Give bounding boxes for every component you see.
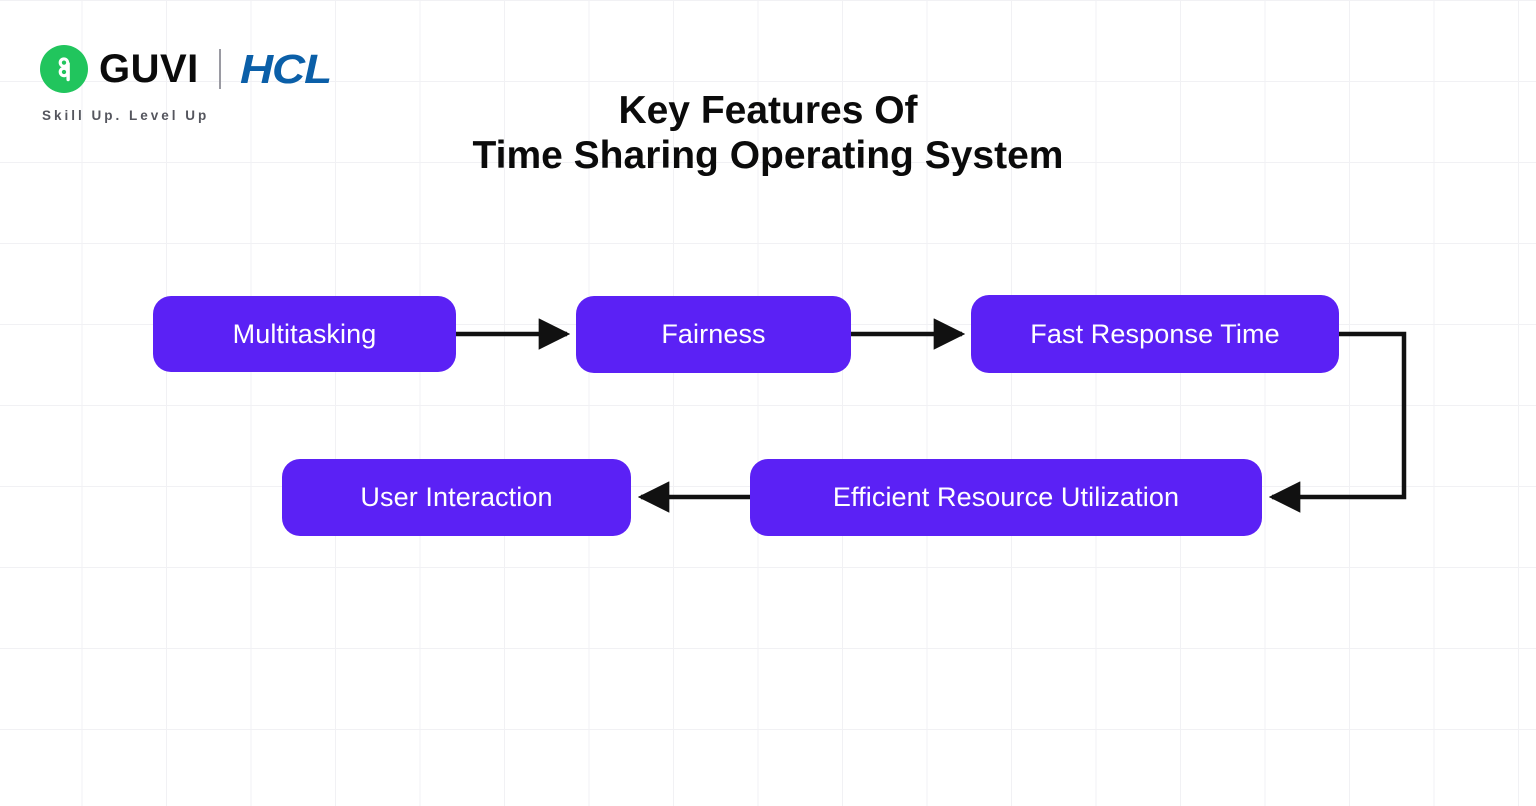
flow-node-user-interaction[interactable]: User Interaction <box>282 459 631 536</box>
page-title: Key Features Of Time Sharing Operating S… <box>0 88 1536 178</box>
flow-node-user-interaction-label: User Interaction <box>360 482 553 512</box>
flow-node-efficient-resource-utilization[interactable]: Efficient Resource Utilization <box>750 459 1262 536</box>
flow-node-fast-response-time-label: Fast Response Time <box>1030 318 1280 349</box>
flow-node-fairness[interactable]: Fairness <box>576 296 851 373</box>
page-title-line-2: Time Sharing Operating System <box>472 134 1064 177</box>
guvi-wordmark: GUVI <box>99 47 199 91</box>
flow-node-multitasking[interactable]: Multitasking <box>153 296 456 372</box>
hcl-wordmark: HCL <box>239 45 332 92</box>
brand-logo-row: GUVI HCL <box>40 42 460 96</box>
page-title-line-1: Key Features Of <box>618 89 918 132</box>
flow-node-fast-response-time[interactable]: Fast Response Time <box>971 295 1339 373</box>
flow-node-fairness-label: Fairness <box>661 319 766 349</box>
brand-tagline: Skill Up. Level Up <box>42 108 210 123</box>
flow-node-multitasking-label: Multitasking <box>232 318 377 349</box>
brand-header: GUVI HCL Skill Up. Level Up <box>40 42 460 132</box>
brand-divider <box>218 49 221 89</box>
flow-node-efficient-resource-utilization-label: Efficient Resource Utilization <box>832 482 1180 512</box>
guvi-circle-g-icon <box>40 45 88 93</box>
